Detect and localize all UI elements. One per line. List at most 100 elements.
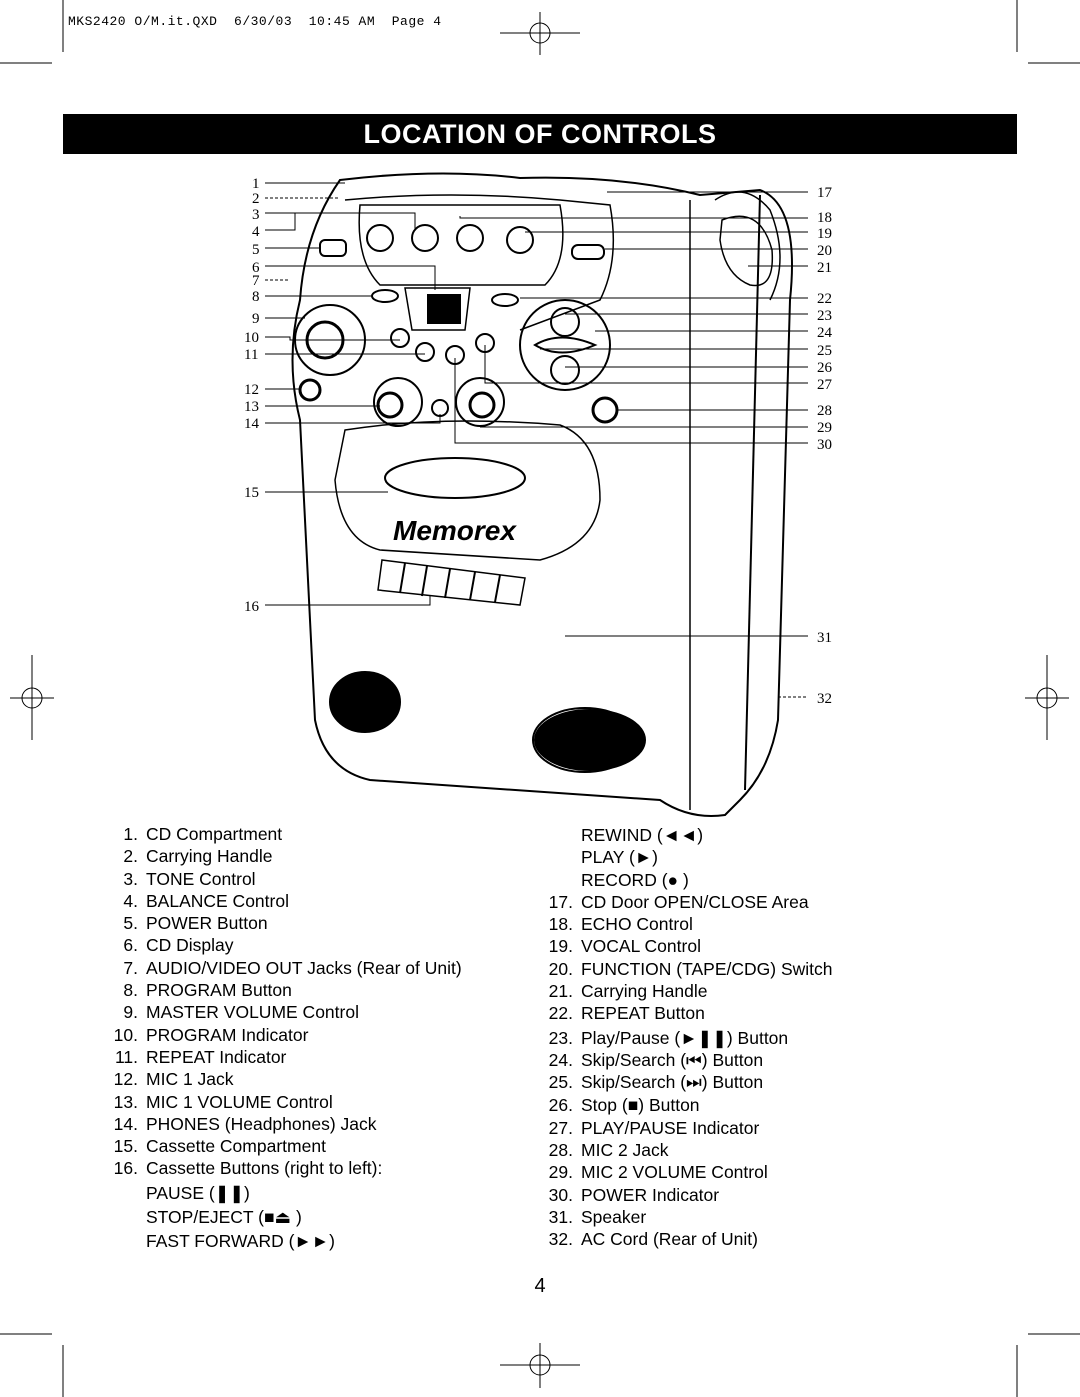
list-item: 16.Cassette Buttons (right to left): — [113, 1158, 383, 1179]
callout-22: 22 — [817, 291, 832, 307]
mic2-jack — [591, 396, 619, 424]
list-item: 28.MIC 2 Jack — [548, 1140, 669, 1161]
callout-9: 9 — [252, 311, 260, 327]
registration-mark-right — [1025, 655, 1069, 740]
list-item: 6.CD Display — [123, 935, 234, 956]
list-item: 9.MASTER VOLUME Control — [123, 1002, 359, 1023]
list-item: 17.CD Door OPEN/CLOSE Area — [548, 891, 809, 912]
callout-12: 12 — [244, 382, 259, 398]
vocal-knob — [506, 226, 534, 254]
list-item: 19.VOCAL Control — [548, 936, 701, 957]
callout-7: 7 — [252, 273, 260, 289]
function-switch — [571, 244, 605, 260]
list-item: 4.BALANCE Control — [123, 890, 289, 911]
callouts-right: 17 18 19 20 21 22 23 24 25 26 27 28 29 3… — [817, 185, 833, 707]
cd-display — [404, 287, 471, 331]
registration-mark-top — [500, 12, 580, 55]
list-item: 11.REPEAT Indicator — [114, 1046, 287, 1067]
list-item: 29.MIC 2 VOLUME Control — [548, 1162, 768, 1183]
page-number: 4 — [534, 1275, 546, 1297]
callout-30: 30 — [817, 437, 832, 453]
callout-10: 10 — [244, 330, 259, 346]
echo-knob — [456, 224, 484, 252]
list-item: 5.POWER Button — [123, 913, 268, 934]
list-item: 27.PLAY/PAUSE Indicator — [548, 1117, 760, 1138]
list-item: 23.Play/Pause (►❚❚) Button — [548, 1027, 789, 1048]
print-file-header: MKS2420 O/M.it.QXD 6/30/03 10:45 AM Page… — [68, 14, 442, 29]
list-item: 13.MIC 1 VOLUME Control — [113, 1091, 333, 1112]
callout-31: 31 — [817, 630, 832, 646]
callout-16: 16 — [244, 599, 260, 615]
callout-25: 25 — [817, 343, 832, 359]
callout-15: 15 — [244, 485, 259, 501]
list-item: 18.ECHO Control — [548, 914, 693, 935]
callout-24: 24 — [817, 325, 833, 341]
callout-23: 23 — [817, 308, 832, 324]
cassette-button-record: RECORD (● ) — [581, 869, 689, 890]
callout-21: 21 — [817, 260, 832, 276]
cassette-window — [384, 457, 526, 499]
callout-32: 32 — [817, 691, 832, 707]
callout-6: 6 — [252, 260, 260, 276]
callout-28: 28 — [817, 403, 832, 419]
cassette-door — [334, 420, 601, 561]
list-item: 21.Carrying Handle — [548, 981, 708, 1002]
mic1-volume — [373, 377, 423, 427]
callout-29: 29 — [817, 420, 832, 436]
list-item: 26.Stop (■) Button — [548, 1094, 700, 1115]
list-item: 20.FUNCTION (TAPE/CDG) Switch — [548, 958, 833, 979]
callouts-left: 1 2 3 4 5 6 7 8 9 10 11 12 13 14 15 16 — [244, 176, 260, 615]
mic1-jack — [298, 378, 322, 402]
karaoke-unit-illustration: Memorex — [291, 172, 793, 817]
power-button — [319, 239, 347, 257]
repeat-button — [491, 293, 519, 307]
callout-1: 1 — [252, 176, 260, 192]
callout-19: 19 — [817, 226, 832, 242]
registration-mark-bottom — [500, 1343, 580, 1388]
callout-5: 5 — [252, 242, 260, 258]
list-item: 14.PHONES (Headphones) Jack — [113, 1113, 377, 1134]
cassette-button-stop-eject: STOP/EJECT (■⏏ ) — [146, 1207, 302, 1228]
list-item: 1.CD Compartment — [123, 824, 283, 844]
callout-11: 11 — [244, 347, 258, 363]
handle-right-grip — [719, 215, 774, 287]
speaker-left — [329, 671, 401, 733]
list-item: 12.MIC 1 Jack — [113, 1069, 234, 1090]
balance-knob — [411, 224, 439, 252]
mic2-volume — [455, 377, 505, 427]
callout-8: 8 — [252, 289, 260, 305]
tone-knob — [366, 224, 394, 252]
callout-26: 26 — [817, 360, 833, 376]
callout-4: 4 — [252, 224, 260, 240]
list-item: 24.Skip/Search (⏮) Button — [548, 1049, 764, 1070]
list-item: 3.TONE Control — [123, 868, 256, 889]
program-button — [371, 289, 399, 303]
list-item: 10.PROGRAM Indicator — [113, 1024, 309, 1045]
callout-20: 20 — [817, 243, 832, 259]
callout-leaders — [265, 182, 808, 698]
list-item: 2.Carrying Handle — [123, 846, 273, 867]
list-item: 31.Speaker — [548, 1207, 647, 1228]
list-item: 32.AC Cord (Rear of Unit) — [548, 1229, 758, 1250]
transport-buttons — [519, 299, 611, 391]
controls-list-right: REWIND (◄◄) PLAY (►) RECORD (● ) 17.CD D… — [535, 824, 833, 1251]
cassette-button-fast-forward: FAST FORWARD (►►) — [146, 1231, 335, 1252]
registration-mark-left — [10, 655, 54, 740]
callout-2: 2 — [252, 191, 260, 207]
cassette-buttons — [377, 559, 526, 606]
callout-3: 3 — [252, 207, 260, 223]
list-item: 25.Skip/Search (⏭) Button — [548, 1072, 764, 1093]
cassette-button-pause: PAUSE (❚❚) — [146, 1182, 250, 1203]
list-item: 15.Cassette Compartment — [113, 1136, 326, 1157]
callout-27: 27 — [817, 377, 833, 393]
list-item: 7.AUDIO/VIDEO OUT Jacks (Rear of Unit) — [123, 957, 462, 978]
callout-13: 13 — [244, 399, 259, 415]
page-title: LOCATION OF CONTROLS — [63, 114, 1017, 154]
callout-14: 14 — [244, 416, 260, 432]
callout-17: 17 — [817, 185, 833, 201]
list-item: 30.POWER Indicator — [548, 1184, 720, 1205]
phones-jack — [431, 399, 449, 417]
cassette-button-play: PLAY (►) — [581, 847, 658, 868]
